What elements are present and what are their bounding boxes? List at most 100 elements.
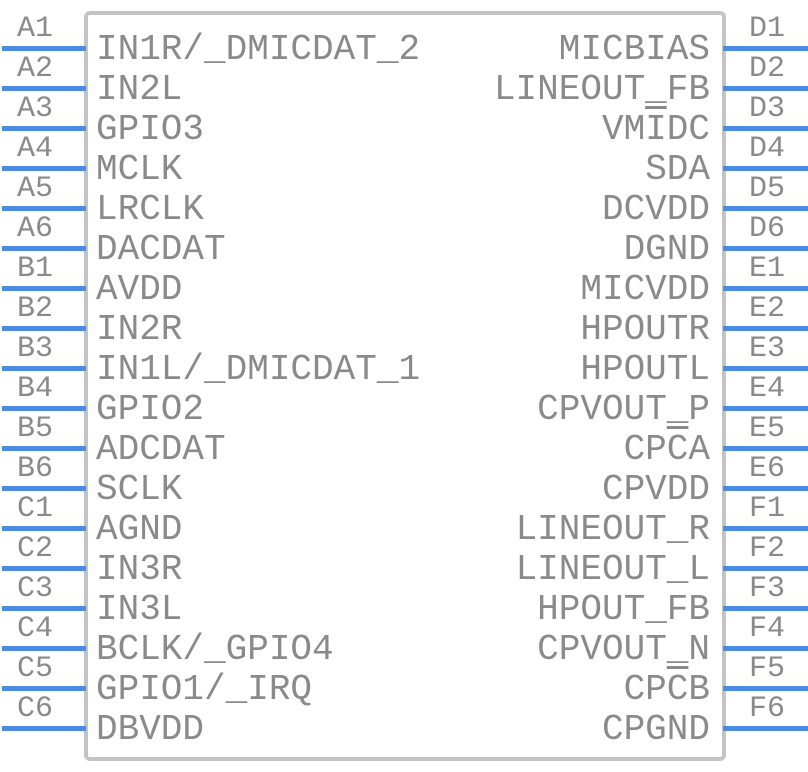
pin-E5-label-char: C: [666, 429, 689, 470]
pin-F2-label: LINEOUT_L: [515, 549, 710, 590]
pin-E4-line: [723, 406, 808, 411]
pin-E5-label: CPCA: [624, 431, 710, 469]
pin-F4-line: [723, 646, 808, 651]
pin-D3-number: D3: [749, 92, 786, 126]
pin-F5-line: [723, 686, 808, 691]
pin-B6-number: B6: [17, 452, 54, 486]
pin-A1-label: IN1R/_DMICDAT_2: [96, 29, 421, 70]
pin-B4-label: GPIO2: [96, 389, 205, 430]
pin-F5-label-char: C: [666, 669, 689, 710]
pin-D5-number: D5: [749, 172, 786, 206]
pin-F5-label-char: C: [623, 669, 646, 710]
pin-C1-line: [2, 526, 86, 531]
pin-D2-number: D2: [749, 52, 786, 86]
pin-E3-number: E3: [749, 332, 786, 366]
pin-F5-label-char: P: [645, 669, 667, 710]
pin-E6-label: CPVDD: [601, 469, 710, 510]
pin-C3-line: [2, 606, 86, 611]
pin-A2-number: A2: [17, 52, 54, 86]
pin-E1-line: [723, 286, 808, 291]
pin-A6-number: A6: [17, 212, 54, 246]
pin-C4-number: C4: [17, 612, 54, 646]
pin-D3-label-char: V: [601, 109, 624, 150]
pin-D1-line: [723, 46, 808, 51]
pin-D6-label: DGND: [623, 229, 710, 270]
pin-F3-label: HPOUT_FB: [537, 589, 710, 630]
pin-D5-label: DCVDD: [601, 189, 710, 230]
pin-B5-number: B5: [17, 412, 54, 446]
pin-A3-line: [2, 126, 86, 131]
pin-D3-label-char: M: [623, 109, 646, 150]
pin-F5-label-char: B: [688, 669, 710, 710]
pin-E6-number: E6: [749, 452, 786, 486]
pin-E2-line: [723, 326, 808, 331]
pin-E1-label: MICVDD: [580, 269, 710, 310]
pin-C2-label: IN3R: [96, 549, 183, 590]
pin-B1-line: [2, 286, 86, 291]
pin-E5-label-char: A: [688, 429, 710, 470]
pin-F6-line: [723, 726, 808, 731]
pin-D5-line: [723, 206, 808, 211]
pin-E2-label: HPOUTR: [580, 309, 710, 350]
pin-A6-line: [2, 246, 86, 251]
pin-C1-number: C1: [17, 492, 54, 526]
pin-D3-label-char: D: [666, 109, 689, 150]
pin-C5-label: GPIO1/_IRQ: [96, 669, 313, 710]
pin-E3-line: [723, 366, 808, 371]
pin-F3-number: F3: [749, 572, 786, 606]
pin-B2-line: [2, 326, 86, 331]
pin-D3-label-char: C: [688, 109, 710, 150]
pin-D2-line: [723, 86, 808, 91]
pin-C2-line: [2, 566, 86, 571]
pin-F5-label: CPCB: [624, 671, 710, 709]
symbol-outline: [84, 11, 726, 761]
pin-E3-label: HPOUTL: [580, 349, 710, 390]
pin-F2-line: [723, 566, 808, 571]
pin-F1-line: [723, 526, 808, 531]
pin-C6-number: C6: [17, 692, 54, 726]
pin-B2-number: B2: [17, 292, 54, 326]
pin-C2-number: C2: [17, 532, 54, 566]
pin-F1-number: F1: [749, 492, 786, 526]
pin-D4-number: D4: [749, 132, 786, 166]
pin-D4-label: SDA: [645, 149, 710, 190]
pin-B4-line: [2, 406, 86, 411]
pin-B3-line: [2, 366, 86, 371]
pin-B5-line: [2, 446, 86, 451]
pin-A5-label: LRCLK: [96, 189, 205, 230]
pin-E2-number: E2: [749, 292, 786, 326]
pin-E1-number: E1: [749, 252, 786, 286]
pin-B2-label: IN2R: [96, 309, 183, 350]
pin-A3-number: A3: [17, 92, 54, 126]
pin-B3-label: IN1L/_DMICDAT_1: [96, 349, 421, 390]
pin-B6-line: [2, 486, 86, 491]
pin-D2-label: LINEOUT_FB: [493, 69, 710, 110]
pin-C3-number: C3: [17, 572, 54, 606]
pin-C5-line: [2, 686, 86, 691]
pin-B3-number: B3: [17, 332, 54, 366]
pin-C6-label: DBVDD: [96, 709, 205, 750]
pin-F6-number: F6: [749, 692, 786, 726]
pin-C1-label: AGND: [96, 509, 183, 550]
pin-C3-label: IN3L: [96, 589, 183, 630]
pin-D1-label: MICBIAS: [558, 29, 710, 70]
pin-F3-line: [723, 606, 808, 611]
pin-C5-number: C5: [17, 652, 54, 686]
pin-E5-line: [723, 446, 808, 451]
pin-F4-label: CPVOUT_N: [537, 629, 710, 670]
pin-B4-number: B4: [17, 372, 54, 406]
pin-E5-number: E5: [749, 412, 786, 446]
pin-B6-label: SCLK: [96, 469, 183, 510]
pin-A4-number: A4: [17, 132, 54, 166]
pin-A5-line: [2, 206, 86, 211]
pin-D3-label: VMIDC: [602, 111, 710, 149]
pin-A4-label: MCLK: [96, 149, 183, 190]
pin-A5-number: A5: [17, 172, 54, 206]
pin-E4-number: E4: [749, 372, 786, 406]
pin-D1-number: D1: [749, 12, 786, 46]
pin-A4-line: [2, 166, 86, 171]
pin-A1-number: A1: [17, 12, 54, 46]
pin-D3-label-char: I: [645, 109, 667, 150]
pin-C4-label: BCLK/_GPIO4: [96, 629, 334, 670]
